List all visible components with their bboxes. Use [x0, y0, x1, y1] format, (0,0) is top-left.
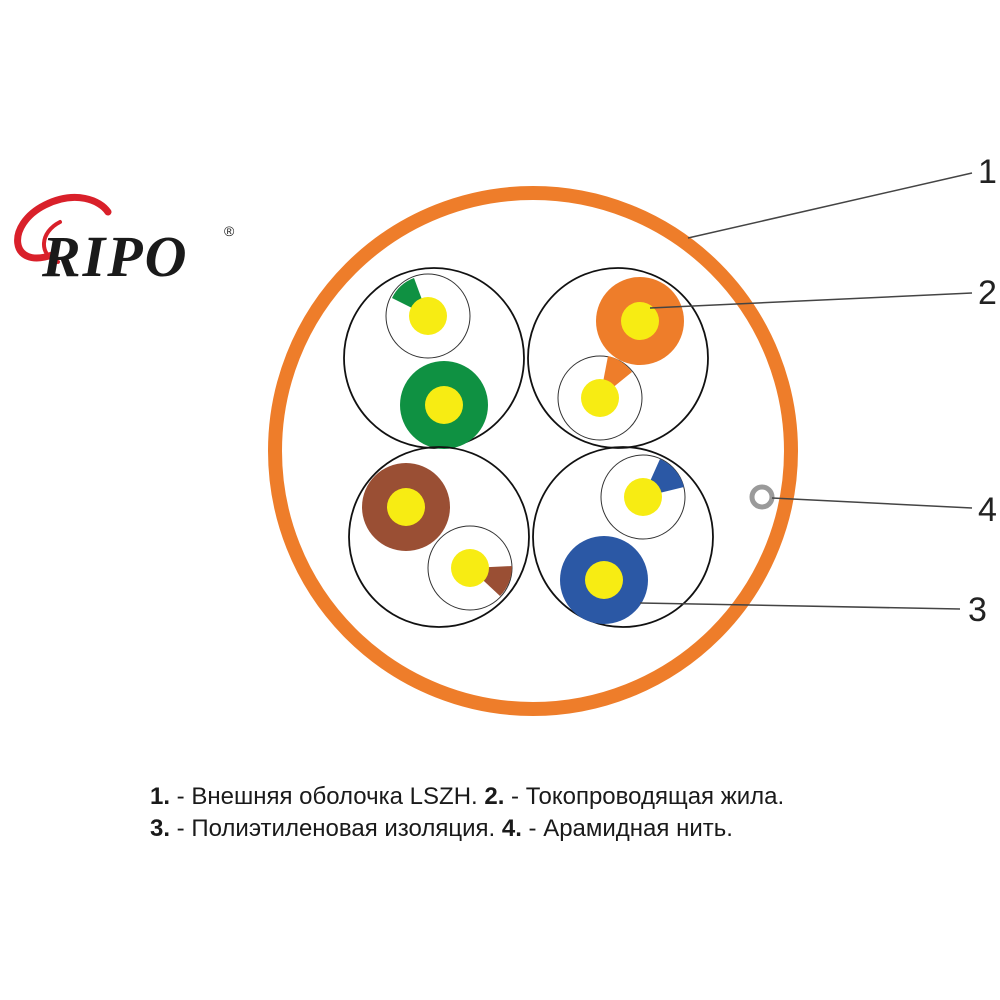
legend-item-1-number: 1.: [150, 783, 171, 810]
legend-item-4-number: 4.: [501, 815, 522, 842]
logo-swoosh: [14, 193, 112, 262]
pair-blue-boundary: [532, 446, 714, 628]
callout-number-1: 1: [978, 153, 997, 191]
logo-text: RIPO: [41, 224, 189, 289]
callout-number-4: 4: [978, 491, 997, 529]
green-conductor: [425, 386, 463, 424]
legend-line-2: 3. - Полиэтиленовая изоляция. 4. - Арами…: [150, 815, 970, 843]
blue-conductor: [585, 561, 623, 599]
outer-sheath: [268, 186, 798, 716]
legend-item-2-number: 2.: [484, 783, 505, 810]
leader-line-4: [771, 497, 973, 509]
pair-blue: [532, 446, 714, 628]
pair-brown: [348, 446, 530, 628]
orange-white-conductor: [581, 379, 619, 417]
legend-item-3-number: 3.: [150, 815, 171, 842]
leader-line-3: [639, 602, 961, 610]
legend-item-2-text: - Токопроводящая жила.: [504, 783, 785, 810]
logo-swoosh-2: [42, 220, 62, 264]
callout-number-2: 2: [978, 274, 997, 312]
leader-line-1: [687, 172, 973, 239]
leader-line-2: [649, 292, 973, 309]
brown-conductor: [387, 488, 425, 526]
legend-item-4-text: - Арамидная нить.: [521, 815, 733, 842]
pair-green: [343, 267, 525, 449]
logo-registered-mark: ®: [224, 223, 235, 239]
pair-brown-boundary: [348, 446, 530, 628]
aramid-thread: [749, 484, 775, 510]
ripo-logo: RIPO ®: [14, 193, 235, 289]
orange-conductor: [621, 302, 659, 340]
blue-white-conductor: [624, 478, 662, 516]
legend-line-1: 1. - Внешняя оболочка LSZH. 2. - Токопро…: [150, 783, 970, 811]
legend-item-1-text: - Внешняя оболочка LSZH.: [170, 783, 485, 810]
callout-number-3: 3: [968, 591, 987, 629]
green-white-conductor: [409, 297, 447, 335]
brown-white-conductor: [451, 549, 489, 587]
legend-item-3-text: - Полиэтиленовая изоляция.: [170, 815, 502, 842]
